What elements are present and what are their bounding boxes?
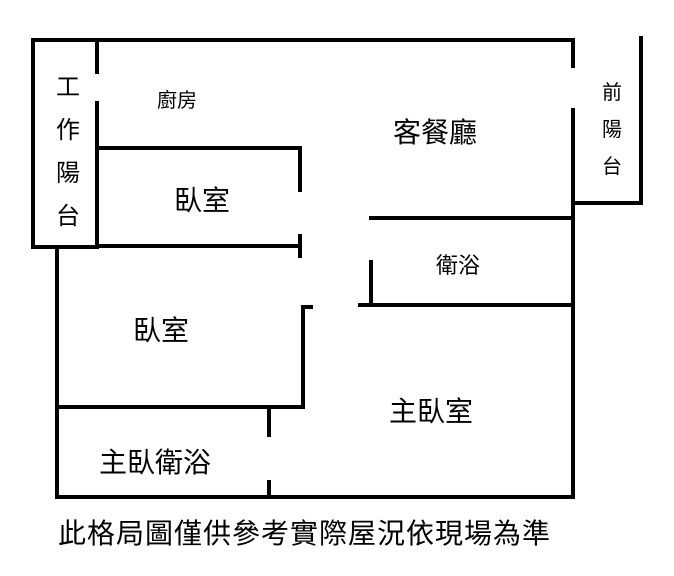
front-balcony-char-3: 台 (602, 154, 622, 178)
kitchen-label: 廚房 (157, 88, 197, 112)
master-bathroom-label: 主臥衛浴 (99, 446, 212, 479)
disclaimer-text: 此格局圖僅供參考實際屋況依現場為準 (58, 517, 552, 550)
front-balcony-label: 前 陽 台 (597, 74, 627, 185)
bathroom-label: 衛浴 (436, 254, 481, 279)
master-bedroom-label: 主臥室 (389, 395, 474, 428)
bedroom-2-label: 臥室 (133, 314, 190, 347)
work-balcony-char-1: 工 (56, 73, 80, 101)
work-balcony-char-2: 作 (56, 116, 80, 144)
work-balcony-label: 工 作 陽 台 (50, 66, 86, 238)
work-balcony-char-3: 陽 (56, 159, 80, 187)
front-balcony-char-1: 前 (602, 80, 622, 104)
front-balcony-char-2: 陽 (602, 117, 622, 141)
living-dining-label: 客餐廳 (393, 116, 478, 149)
work-balcony-char-4: 台 (56, 202, 80, 230)
bedroom-1-label: 臥室 (174, 184, 231, 217)
